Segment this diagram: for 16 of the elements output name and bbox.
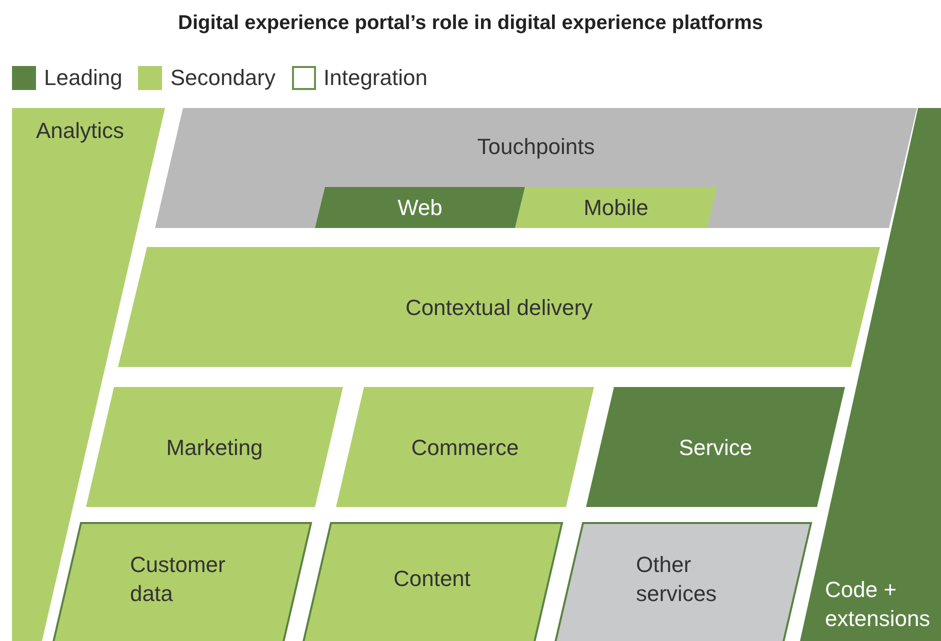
diagram-title: Digital experience portal’s role in digital experience platforms [177,11,764,36]
block-label: Web [398,194,442,222]
block-label: Other services [636,550,718,608]
legend-label: Leading [44,64,122,92]
block-label: Analytics [36,117,124,145]
legend-label: Integration [324,64,428,92]
block-label: Commerce [411,434,519,462]
block-label: Content [393,565,471,593]
block-label: Contextual delivery [405,294,593,322]
block-label: Touchpoints [477,133,595,161]
block-label: Service [678,434,752,462]
block-label: Code + extensions [825,576,932,633]
block-label: Customer data [130,550,226,608]
legend-label: Secondary [170,64,276,92]
block-label: Mobile [584,194,648,222]
block-label: Marketing [166,434,263,462]
